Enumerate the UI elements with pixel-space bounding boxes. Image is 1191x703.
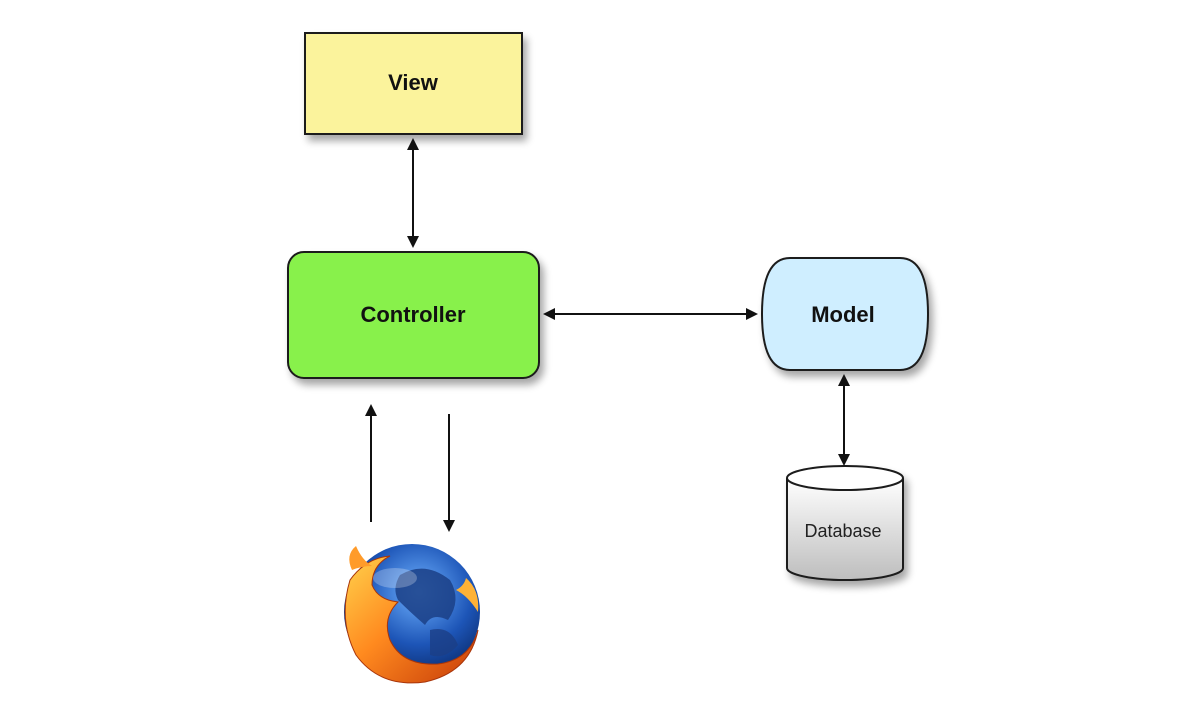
model-node: Model — [760, 257, 930, 371]
controller-label: Controller — [360, 302, 466, 327]
view-node: View — [304, 32, 523, 135]
view-label: View — [388, 70, 439, 95]
controller-node: Controller — [287, 251, 540, 379]
database-label: Database — [804, 521, 881, 541]
model-label: Model — [811, 302, 875, 327]
database-node: Database — [786, 465, 904, 581]
firefox-logo-icon — [344, 544, 480, 684]
